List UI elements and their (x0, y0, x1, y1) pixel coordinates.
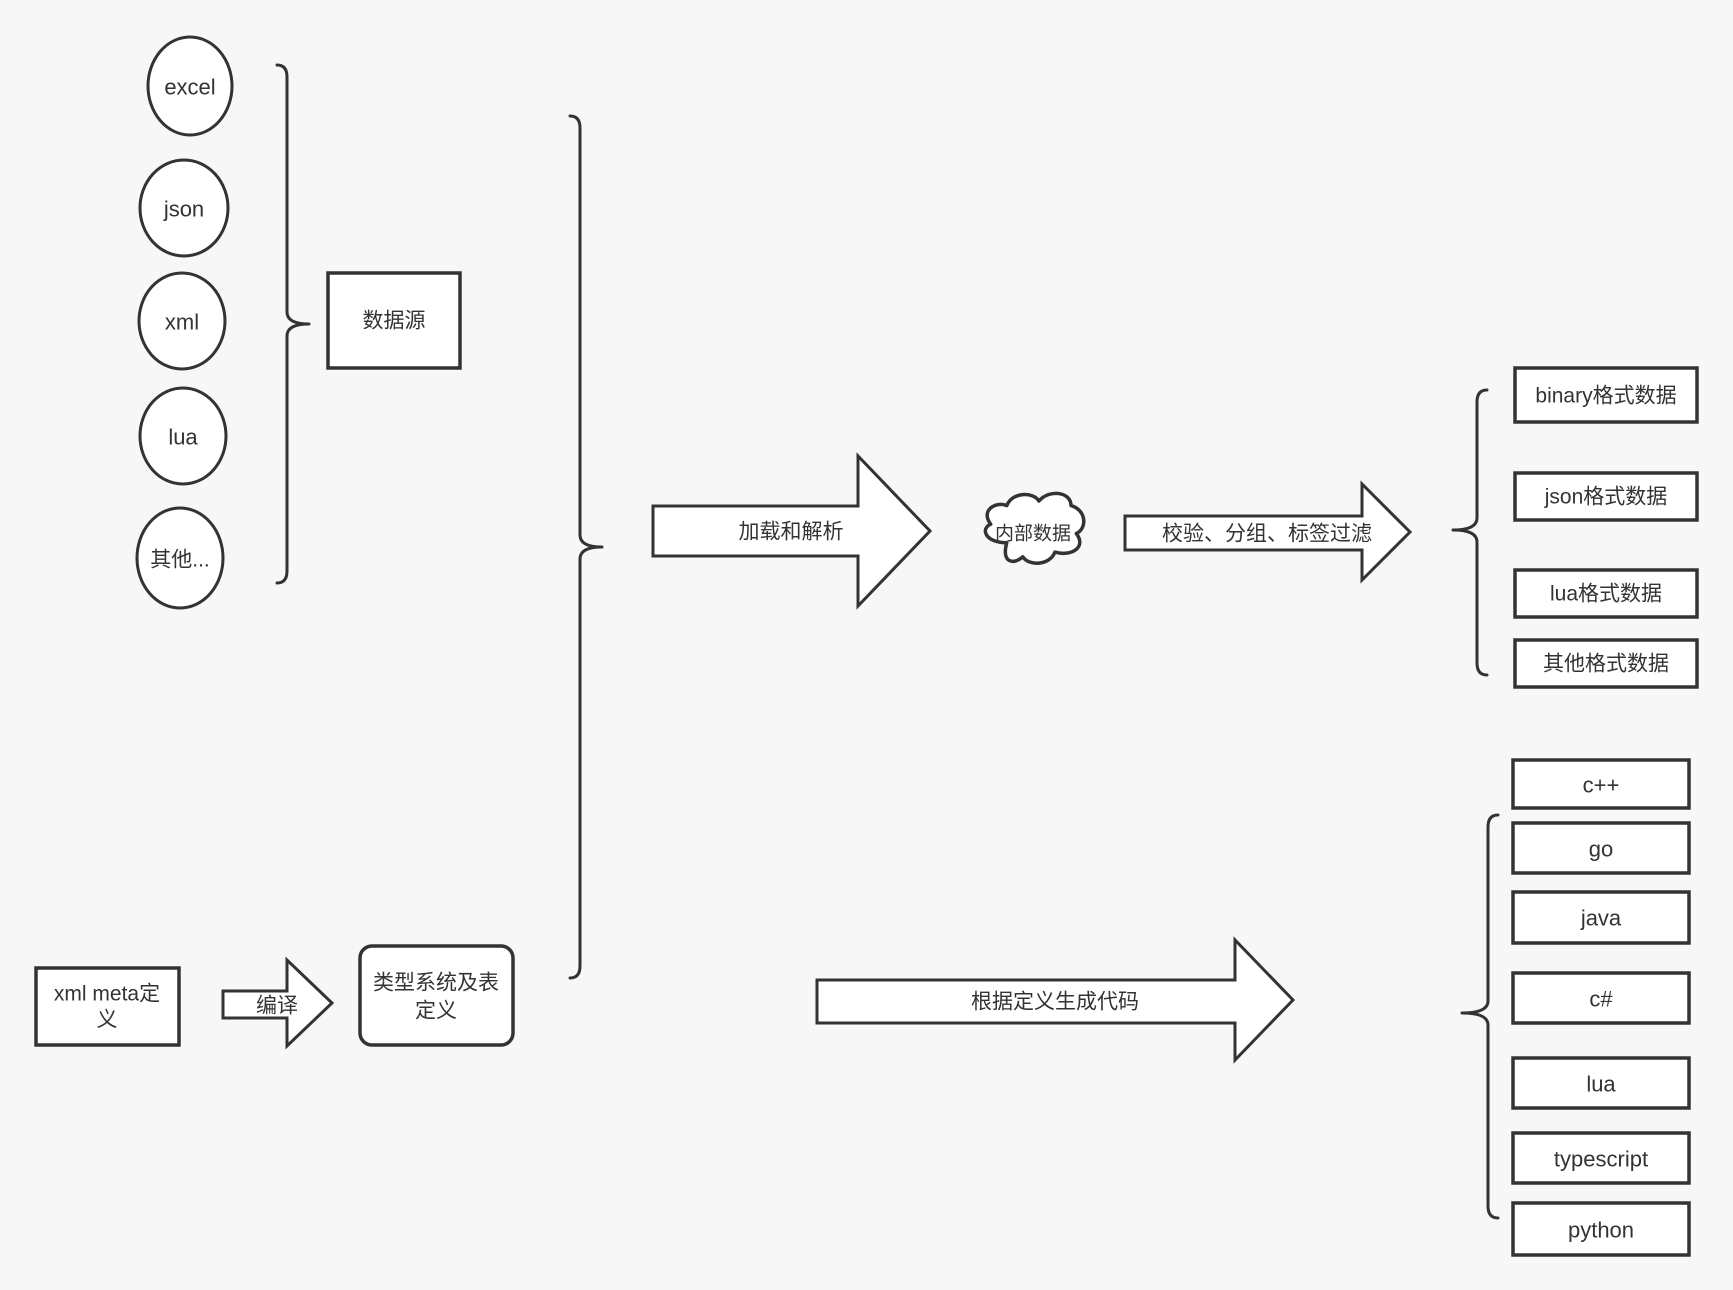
format-lua-rect (1513, 568, 1699, 619)
internal-data-cloud-shape (983, 491, 1086, 565)
filter-arrow-label: 校验、分组、标签过滤 (1162, 523, 1372, 546)
type-system-rect (358, 944, 515, 1047)
data-source-rect (326, 271, 462, 370)
lang-java-rect (1511, 890, 1691, 945)
lang-box-python: python (1511, 1201, 1691, 1257)
format-box-binary: binary格式数据 (1513, 366, 1699, 424)
type-system-label-line1: 类型系统及表 (373, 972, 499, 995)
format-box-json: json格式数据 (1513, 471, 1699, 522)
format-box-others: 其他格式数据 (1513, 638, 1699, 689)
lang-lua-label: lua (1586, 1072, 1616, 1097)
brace-languages (1460, 813, 1500, 1220)
lang-go-rect (1511, 821, 1691, 875)
lang-typescript-rect (1511, 1131, 1691, 1185)
lang-box-typescript: typescript (1511, 1131, 1691, 1185)
source-node-json: json (138, 158, 230, 258)
codegen-arrow-label: 根据定义生成代码 (971, 991, 1139, 1014)
lang-typescript-label: typescript (1554, 1147, 1648, 1172)
others-ellipse (135, 506, 225, 610)
compile-arrow-shape (221, 956, 335, 1050)
lang-cpp-rect (1511, 758, 1691, 810)
lang-csharp-rect (1511, 971, 1691, 1025)
format-others-label: 其他格式数据 (1543, 653, 1669, 676)
load-parse-arrow-shape (651, 452, 933, 610)
source-node-xml: xml (137, 271, 227, 371)
xml-meta-label-line2: 义 (97, 1009, 118, 1032)
lua-ellipse (138, 386, 228, 486)
internal-data-cloud: 内部数据 (983, 491, 1086, 565)
lua-label: lua (168, 425, 198, 450)
brace-sources (275, 63, 311, 585)
load-parse-arrow-label: 加载和解析 (739, 521, 844, 544)
format-box-lua: lua格式数据 (1513, 568, 1699, 619)
excel-label: excel (164, 75, 215, 100)
lang-box-java: java (1511, 890, 1691, 945)
data-source-box: 数据源 (326, 271, 462, 370)
lang-box-lua: lua (1511, 1056, 1691, 1110)
source-node-excel: excel (146, 35, 234, 137)
lang-cpp-label: c++ (1583, 773, 1620, 798)
type-system-box: 类型系统及表 定义 (358, 944, 515, 1047)
internal-data-label: 内部数据 (995, 523, 1071, 545)
xml-meta-box: xml meta定 义 (34, 966, 181, 1047)
load-parse-arrow: 加载和解析 (651, 452, 933, 610)
format-binary-label: binary格式数据 (1535, 385, 1676, 408)
others-label: 其他... (150, 549, 210, 572)
excel-ellipse (146, 35, 234, 137)
format-binary-rect (1513, 366, 1699, 424)
lang-box-cpp: c++ (1511, 758, 1691, 810)
lang-java-label: java (1580, 906, 1622, 931)
source-node-others: 其他... (135, 506, 225, 610)
xml-ellipse (137, 271, 227, 371)
json-label: json (163, 197, 204, 222)
brace-output-formats (1451, 388, 1489, 677)
codegen-arrow-shape (815, 936, 1296, 1064)
lang-csharp-label: c# (1589, 987, 1613, 1012)
lang-python-rect (1511, 1201, 1691, 1257)
source-node-lua: lua (138, 386, 228, 486)
data-source-label: 数据源 (363, 310, 426, 333)
compile-arrow-label: 编译 (256, 995, 298, 1018)
xml-meta-label-line1: xml meta定 (54, 983, 160, 1006)
lang-go-label: go (1589, 837, 1613, 862)
codegen-arrow: 根据定义生成代码 (815, 936, 1296, 1064)
format-json-label: json格式数据 (1544, 486, 1668, 509)
compile-arrow: 编译 (221, 956, 335, 1050)
lang-lua-rect (1511, 1056, 1691, 1110)
lang-python-label: python (1568, 1218, 1634, 1243)
xml-label: xml (165, 310, 199, 335)
brace-inputs (568, 114, 604, 980)
lang-box-go: go (1511, 821, 1691, 875)
format-json-rect (1513, 471, 1699, 522)
xml-meta-rect (34, 966, 181, 1047)
format-others-rect (1513, 638, 1699, 689)
json-ellipse (138, 158, 230, 258)
lang-box-csharp: c# (1511, 971, 1691, 1025)
type-system-label-line2: 定义 (415, 1000, 457, 1023)
filter-arrow-shape (1123, 480, 1413, 584)
filter-arrow: 校验、分组、标签过滤 (1123, 480, 1413, 584)
format-lua-label: lua格式数据 (1550, 583, 1662, 606)
